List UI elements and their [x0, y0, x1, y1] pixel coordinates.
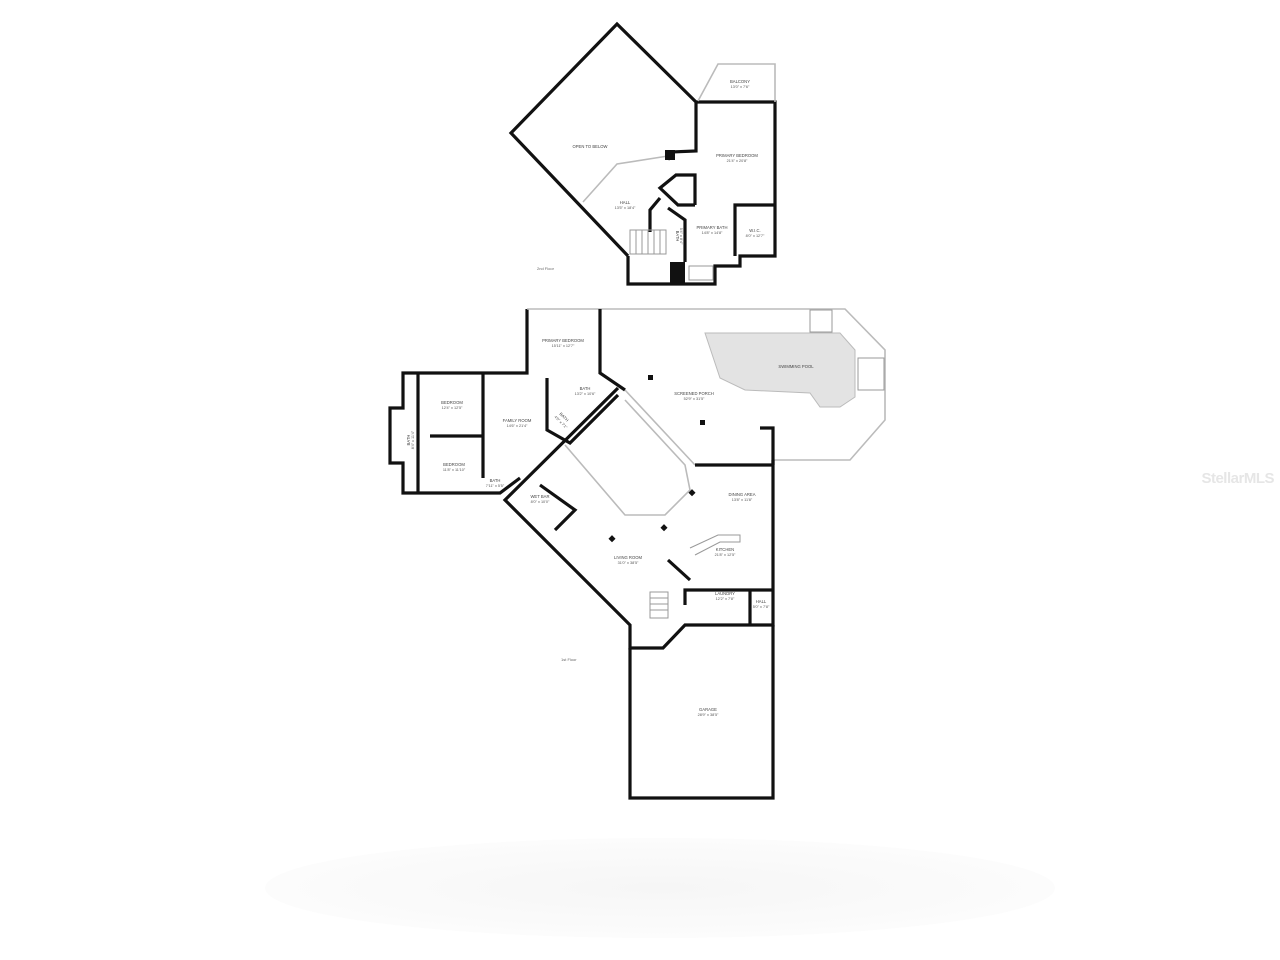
pool-steps	[809, 309, 885, 391]
room-dims: 5'4" x 8'4"	[679, 228, 683, 245]
room-dims: 8'4" x 11'4"	[411, 430, 415, 449]
porch-screen	[527, 308, 886, 461]
wall	[733, 203, 775, 256]
wall	[598, 309, 626, 392]
column	[700, 420, 705, 425]
room-label: GARAGE	[699, 707, 717, 712]
floor-shadow	[265, 838, 1055, 938]
room-dims: 13'0" x 7'6"	[731, 85, 750, 89]
wall	[648, 196, 662, 232]
room-label: FAMILY ROOM	[503, 418, 532, 423]
room-label: WET BAR	[530, 494, 549, 499]
room-label: HALL	[756, 599, 767, 604]
column	[665, 150, 675, 160]
swimming-pool	[704, 332, 856, 408]
room-dims: 12'2" x 7'8"	[716, 597, 735, 601]
room-dims: 31'0" x 38'5"	[618, 561, 639, 565]
room-dims: 13'5" x 18'4"	[615, 206, 636, 210]
room-dims: 12'4" x 12'5"	[442, 406, 463, 410]
bathtub	[688, 265, 714, 281]
wall	[667, 206, 687, 262]
room-label: BATH	[675, 231, 680, 242]
column	[608, 535, 616, 543]
wall-block	[670, 262, 685, 284]
room-label: KITCHEN	[716, 547, 734, 552]
column	[688, 489, 696, 497]
room-dims: 28'9" x 38'5"	[698, 713, 719, 717]
wall	[760, 426, 775, 465]
stairs	[649, 591, 669, 619]
hall-railing	[582, 155, 669, 203]
room-label: BATH	[558, 411, 569, 422]
first-floor: PRIMARY BEDROOM 15'11" x 12'7" BEDROOM 1…	[388, 308, 886, 800]
porch-opening	[624, 389, 696, 466]
room-label: SWIMMING POOL	[778, 364, 814, 369]
second-floor: OPEN TO BELOW BALCONY 13'0" x 7'6" PRIMA…	[508, 21, 777, 286]
room-dims: 8'0" x 10'0"	[531, 500, 550, 504]
room-dims: 21'4" x 20'8"	[727, 159, 748, 163]
room-label: BATH	[490, 478, 501, 483]
room-label: SCREENED PORCH	[674, 391, 714, 396]
balcony-outline	[697, 63, 776, 102]
room-dims: 15'11" x 12'7"	[552, 344, 575, 348]
wall	[508, 21, 698, 258]
wall	[388, 309, 529, 495]
floor-label: 1st Floor	[561, 657, 577, 662]
room-label: BALCONY	[730, 79, 750, 84]
room-label: BEDROOM	[441, 400, 463, 405]
room-label: BATH	[580, 386, 591, 391]
room-dims: 11'8" x 11'10"	[443, 468, 466, 472]
column	[660, 524, 668, 532]
room-label: BEDROOM	[443, 462, 465, 467]
room-label: LAUNDRY	[715, 591, 735, 596]
room-dims: 13'8" x 11'8"	[732, 498, 753, 502]
wall	[657, 173, 697, 207]
wall	[502, 386, 775, 650]
kitchen-island	[689, 534, 741, 556]
room-dims: 52'9" x 31'5"	[684, 397, 705, 401]
wall	[683, 588, 773, 605]
wall	[666, 558, 692, 582]
railing	[564, 399, 691, 516]
watermark: StellarMLS	[1201, 470, 1274, 487]
room-dims: 7'11" x 5'5"	[486, 484, 505, 488]
room-label: DINING AREA	[729, 492, 756, 497]
wall	[626, 100, 777, 286]
room-dims: 8'0" x 12'7"	[746, 234, 765, 238]
room-dims: 21'8" x 12'5"	[715, 553, 736, 557]
room-dims: 14'8" x 14'8"	[702, 231, 723, 235]
room-label: PRIMARY BEDROOM	[716, 153, 758, 158]
room-label: BATH	[406, 435, 411, 446]
room-dims: 13'2" x 10'6"	[575, 392, 596, 396]
room-label: PRIMARY BEDROOM	[542, 338, 584, 343]
room-label: LIVING ROOM	[614, 555, 642, 560]
room-dims: 14'6" x 21'4"	[507, 424, 528, 428]
room-dims: 5'0" x 7'8"	[753, 605, 770, 609]
stairs	[629, 229, 667, 255]
column	[648, 375, 653, 380]
room-label: W.I.C.	[749, 228, 760, 233]
room-label: OPEN TO BELOW	[573, 144, 608, 149]
room-label: HALL	[620, 200, 631, 205]
room-label: PRIMARY BATH	[697, 225, 728, 230]
wall	[628, 625, 775, 800]
wall	[539, 483, 578, 532]
wall	[545, 378, 620, 445]
floor-label: 2nd Floor	[537, 266, 555, 271]
